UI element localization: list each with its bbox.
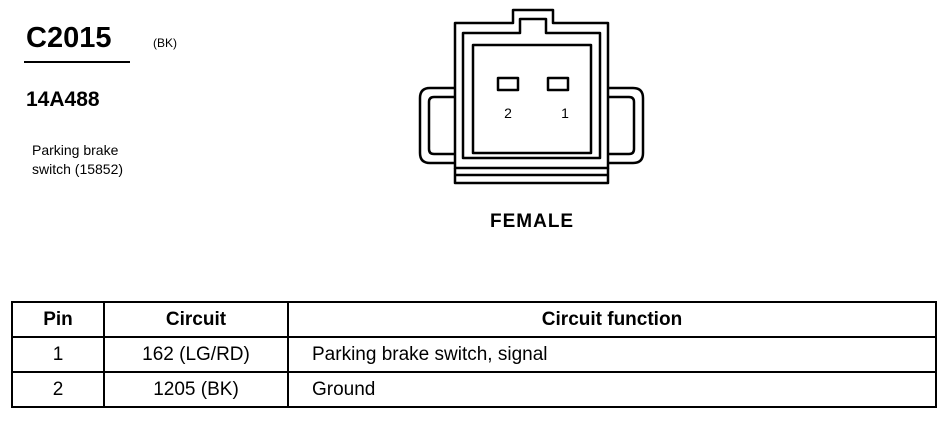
connector-color: (BK) [153,36,177,50]
locking-wing-left [418,86,455,165]
cavity-label-1: 1 [561,105,569,121]
circuit-function: Parking brake switch, signal [287,336,937,373]
component-description-line-2: switch (15852) [32,161,124,177]
connector-id-underline [24,61,130,63]
table-row: 2 1205 (BK) Ground [11,371,937,408]
cavity-label-2: 2 [504,105,512,121]
circuit-id: 1205 (BK) [103,371,289,408]
pin-number: 1 [11,336,105,373]
part-number: 14A488 [26,88,100,111]
component-description-line-1: Parking brake [32,142,119,158]
circuit-function: Ground [287,371,937,408]
cavity-1 [546,76,570,92]
cavity-2 [496,76,520,92]
table-header-row: Pin Circuit Circuit function [11,301,937,338]
circuit-id: 162 (LG/RD) [103,336,289,373]
terminal-face [471,43,593,155]
header-pin: Pin [11,301,105,338]
pinout-table: Pin Circuit Circuit function 1 162 (LG/R… [11,301,937,408]
pin-number: 2 [11,371,105,408]
locking-wing-left-inner [427,95,455,156]
component-description: Parking brake switch (15852) [32,141,192,179]
locking-wing-right-inner [608,95,636,156]
header-circuit-function: Circuit function [287,301,937,338]
connector-face-diagram: 2 1 [418,8,645,185]
connector-shell [453,8,610,170]
connector-gender: FEMALE [490,211,575,232]
connector-id: C2015 [26,22,112,54]
connector-inner-shell [461,17,602,160]
header-circuit: Circuit [103,301,289,338]
locking-wing-right [608,86,645,165]
table-row: 1 162 (LG/RD) Parking brake switch, sign… [11,336,937,373]
